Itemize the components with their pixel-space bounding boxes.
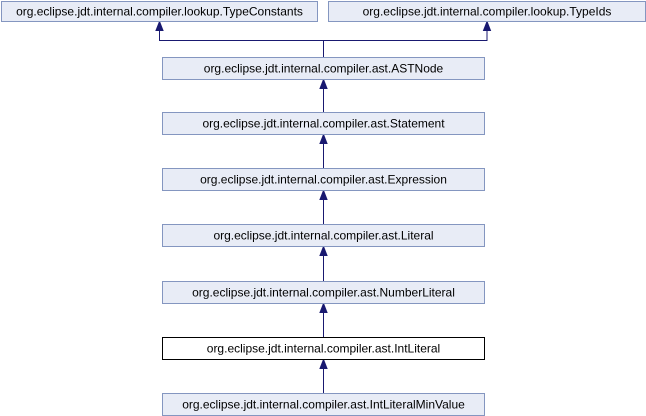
inheritance-edge-expression-to-statement xyxy=(319,133,328,169)
class-node-type-constants[interactable]: org.eclipse.jdt.internal.compiler.lookup… xyxy=(1,1,318,22)
class-node-int-literal[interactable]: org.eclipse.jdt.internal.compiler.ast.In… xyxy=(162,337,485,360)
inheritance-edge-astnode-to-type-ids xyxy=(323,20,492,58)
class-node-literal[interactable]: org.eclipse.jdt.internal.compiler.ast.Li… xyxy=(162,224,485,247)
edge-arrowhead xyxy=(319,358,328,369)
edge-line xyxy=(323,29,488,58)
class-node-astnode[interactable]: org.eclipse.jdt.internal.compiler.ast.AS… xyxy=(162,57,485,80)
class-node-int-literal-min-value[interactable]: org.eclipse.jdt.internal.compiler.ast.In… xyxy=(162,393,485,416)
edge-arrowhead xyxy=(319,245,328,256)
inheritance-edge-literal-to-expression xyxy=(319,189,328,225)
class-node-label: org.eclipse.jdt.internal.compiler.lookup… xyxy=(16,5,303,19)
edge-arrowhead xyxy=(319,302,328,313)
edge-line xyxy=(159,29,324,58)
class-node-label: org.eclipse.jdt.internal.compiler.ast.AS… xyxy=(204,62,444,76)
inheritance-edge-astnode-to-type-constants xyxy=(155,20,324,58)
edge-arrowhead xyxy=(482,20,492,31)
edge-arrowhead xyxy=(319,189,328,200)
class-node-number-literal[interactable]: org.eclipse.jdt.internal.compiler.ast.Nu… xyxy=(162,281,485,304)
edge-arrowhead xyxy=(155,20,164,31)
class-node-expression[interactable]: org.eclipse.jdt.internal.compiler.ast.Ex… xyxy=(162,168,485,191)
class-node-label: org.eclipse.jdt.internal.compiler.ast.Li… xyxy=(213,229,433,243)
class-node-label: org.eclipse.jdt.internal.compiler.ast.In… xyxy=(182,398,465,412)
class-node-box xyxy=(162,168,485,191)
class-node-label: org.eclipse.jdt.internal.compiler.ast.Nu… xyxy=(192,286,455,300)
class-node-label: org.eclipse.jdt.internal.compiler.ast.St… xyxy=(202,117,445,131)
class-node-box xyxy=(162,224,485,247)
inheritance-edge-number-literal-to-literal xyxy=(319,245,328,282)
inheritance-edge-int-literal-min-value-to-int-literal xyxy=(319,358,328,394)
class-node-statement[interactable]: org.eclipse.jdt.internal.compiler.ast.St… xyxy=(162,112,485,135)
class-node-type-ids[interactable]: org.eclipse.jdt.internal.compiler.lookup… xyxy=(328,1,646,22)
class-node-label: org.eclipse.jdt.internal.compiler.ast.Ex… xyxy=(200,173,447,187)
class-node-box xyxy=(162,337,485,360)
inheritance-edge-statement-to-astnode xyxy=(319,78,328,113)
class-node-box xyxy=(162,57,485,80)
inheritance-edge-int-literal-to-number-literal xyxy=(319,302,328,338)
class-node-box xyxy=(1,1,318,22)
class-node-box xyxy=(162,281,485,304)
class-node-label: org.eclipse.jdt.internal.compiler.ast.In… xyxy=(207,342,440,356)
class-node-box xyxy=(162,112,485,135)
edge-arrowhead xyxy=(319,133,328,144)
edges-layer xyxy=(155,20,492,394)
edge-arrowhead xyxy=(319,78,328,89)
class-node-label: org.eclipse.jdt.internal.compiler.lookup… xyxy=(363,5,612,19)
